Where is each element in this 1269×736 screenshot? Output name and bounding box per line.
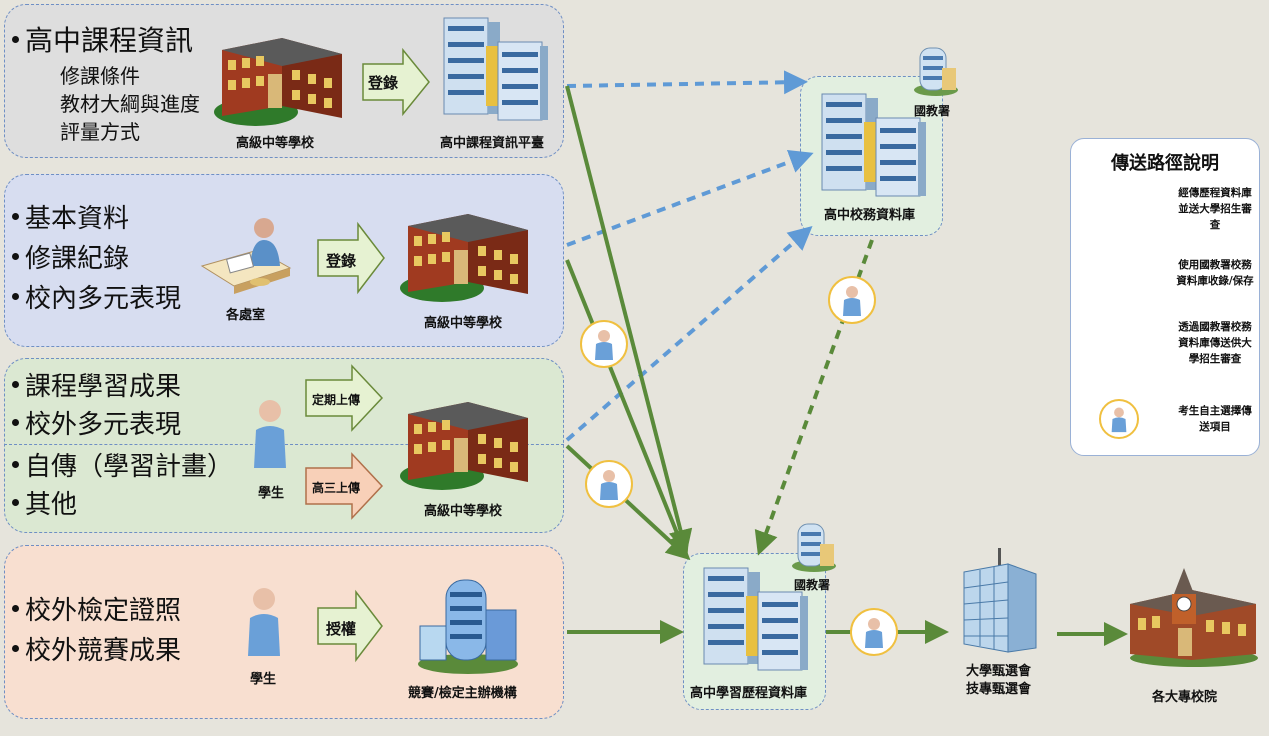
arrow-school-to-admin bbox=[566, 150, 814, 247]
register-label: 登錄 bbox=[326, 252, 357, 270]
office-label: 各處室 bbox=[226, 308, 266, 323]
server-platform-icon bbox=[443, 17, 548, 121]
arrow-basic-to-portfolio bbox=[565, 259, 690, 559]
student-icon bbox=[254, 400, 286, 468]
basic-data-item: 基本資料 bbox=[10, 204, 129, 234]
basic-data-item: 修課紀錄 bbox=[10, 244, 129, 274]
school-label: 高級中等學校 bbox=[424, 504, 503, 519]
committee-tower-icon bbox=[963, 548, 1037, 653]
learning-item: 校外多元表現 bbox=[10, 410, 181, 440]
legend-item-text: 經傳歷程資料庫並送大學招生審查 bbox=[1178, 187, 1252, 231]
student-icon bbox=[248, 588, 280, 656]
external-item: 校外檢定證照 bbox=[10, 596, 181, 626]
block-arrow-senior bbox=[305, 452, 384, 520]
legend-student-badge-icon bbox=[1099, 399, 1139, 439]
legend-item-text: 使用國教署校務資料庫收錄/保存 bbox=[1176, 259, 1254, 287]
block-arrow-register-2 bbox=[317, 221, 385, 295]
course-info-subitem: 教材大綱與進度 bbox=[60, 92, 200, 116]
arrow-course-to-portfolio bbox=[565, 85, 693, 554]
admin-db-label: 高中校務資料庫 bbox=[824, 208, 916, 223]
student-badge-icon bbox=[580, 320, 628, 368]
student-badge-icon bbox=[585, 460, 633, 508]
legend-title: 傳送路徑說明 bbox=[1111, 153, 1219, 174]
learning-item: 自傳（學習計畫） bbox=[10, 452, 233, 482]
university-label: 各大專校院 bbox=[1152, 690, 1218, 705]
ministry-building-icon bbox=[914, 47, 958, 96]
legend: 傳送路徑說明 經傳歷程資料庫並送大學招生審查 使用國教署校務資料庫收錄/保存 透… bbox=[1070, 138, 1260, 456]
authorize-label: 授權 bbox=[326, 620, 357, 638]
school-label: 高級中等學校 bbox=[236, 136, 315, 151]
external-item: 校外競賽成果 bbox=[10, 636, 181, 666]
course-info-subitem: 修課條件 bbox=[60, 64, 140, 88]
course-info-title: 高中課程資訊 bbox=[10, 26, 193, 56]
school-building-icon bbox=[400, 402, 528, 490]
portfolio-db-label: 高中學習歷程資料庫 bbox=[690, 686, 808, 701]
ministry-label: 國教署 bbox=[914, 104, 951, 118]
basic-data-item: 校內多元表現 bbox=[10, 284, 181, 314]
register-label: 登錄 bbox=[368, 74, 399, 92]
arrow-platform-to-admin bbox=[566, 70, 808, 95]
ministry-label: 國教署 bbox=[794, 578, 831, 592]
block-arrow-register-1 bbox=[362, 47, 430, 117]
student-badge-icon bbox=[850, 608, 898, 656]
committee-label: 技專甄選會 bbox=[966, 682, 1032, 697]
server-portfolio-db-icon bbox=[703, 567, 808, 671]
platform-label: 高中課程資訊平臺 bbox=[440, 136, 545, 151]
legend-item-text: 考生自主選擇傳送項目 bbox=[1178, 405, 1252, 433]
server-admin-db-icon bbox=[821, 93, 926, 197]
learning-item: 課程學習成果 bbox=[10, 372, 181, 402]
organizer-building-icon bbox=[418, 579, 518, 674]
arrow-learning-to-portfolio bbox=[565, 444, 691, 561]
committee-label: 大學甄選會 bbox=[966, 664, 1032, 679]
school-building-icon bbox=[400, 214, 528, 302]
ministry-building-icon bbox=[792, 523, 836, 572]
learning-item: 其他 bbox=[10, 490, 77, 520]
course-info-subitem: 評量方式 bbox=[60, 120, 140, 144]
student-badge-icon bbox=[828, 276, 876, 324]
arrow-learning-to-admin bbox=[565, 226, 813, 442]
block-arrow-periodic bbox=[305, 364, 384, 432]
student-label: 學生 bbox=[258, 486, 285, 501]
school-building-icon bbox=[214, 38, 342, 126]
organizer-label: 競賽/檢定主辦機構 bbox=[408, 686, 517, 701]
school-label: 高級中等學校 bbox=[424, 316, 503, 331]
student-label: 學生 bbox=[250, 672, 277, 687]
block-arrow-authorize bbox=[317, 589, 383, 663]
legend-item-text: 透過國教署校務資料庫傳送供大學招生審查 bbox=[1178, 321, 1252, 365]
senior-upload-label: 高三上傳 bbox=[312, 481, 361, 495]
periodic-upload-label: 定期上傳 bbox=[312, 393, 361, 407]
office-desk-icon bbox=[200, 218, 292, 294]
university-building-icon bbox=[1130, 568, 1258, 667]
